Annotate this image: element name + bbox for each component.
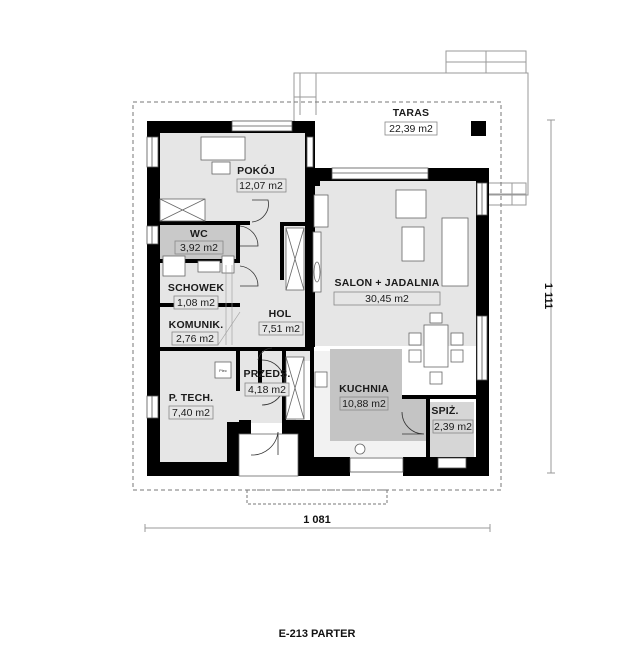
washbasin: [197, 260, 221, 273]
dining-table: [423, 324, 449, 368]
room-name-taras: TARAS: [393, 107, 429, 119]
window-kitchen: [349, 457, 404, 473]
window-pokoj-right: [306, 136, 314, 168]
room-area-spiz: 2,39 m2: [434, 421, 472, 433]
room-area-pokoj: 12,07 m2: [239, 180, 283, 192]
room-name-spiz: SPIŻ.: [431, 404, 458, 417]
window-salon-top: [331, 167, 429, 180]
boiler: [214, 361, 232, 379]
door-swings: [239, 199, 425, 456]
room-area-schowek: 1,08 m2: [177, 297, 215, 309]
room-name-ptech: P. TECH.: [169, 392, 214, 404]
floor-kitchen-counter: [312, 351, 330, 447]
room-labels: TARAS 22,39 m2 POKÓJ 12,07 m2 WC 3,92 m2…: [168, 107, 474, 434]
stove: [314, 371, 328, 388]
coffee-table: [401, 226, 425, 262]
dimension-height: 1 111: [542, 283, 554, 309]
entrance-canopy-outline: [246, 489, 388, 505]
furniture: [159, 136, 469, 477]
room-area-przeds: 4,18 m2: [248, 384, 286, 396]
dining-chair: [450, 349, 464, 363]
sink: [354, 443, 366, 455]
room-area-kuchnia: 10,88 m2: [342, 398, 386, 410]
room-name-salon: SALON + JADALNIA: [334, 277, 439, 289]
fireplace: [313, 194, 329, 228]
room-name-schowek: SCHOWEK: [168, 282, 224, 294]
desk: [200, 136, 246, 161]
tv: [313, 261, 321, 283]
armchair: [395, 189, 427, 219]
stairs: [217, 265, 241, 346]
dimension-lines: [144, 119, 555, 532]
dining-chair: [408, 332, 422, 346]
window-spiz: [437, 457, 467, 469]
room-area-taras: 22,39 m2: [389, 123, 433, 135]
window-wc: [146, 225, 159, 245]
dining-chair: [450, 332, 464, 346]
floor-kitchen-counter-bottom: [312, 441, 428, 457]
windows: [146, 120, 488, 473]
room-area-hol: 7,51 m2: [262, 323, 300, 335]
dining-chair: [429, 371, 443, 385]
window-pokoj-left: [146, 136, 159, 168]
room-area-salon: 30,45 m2: [365, 293, 409, 305]
room-area-wc: 3,92 m2: [180, 242, 218, 254]
room-name-komunik: KOMUNIK.: [169, 319, 224, 331]
room-name-wc: WC: [190, 228, 208, 240]
floor-kuchnia-aisle: [402, 398, 426, 441]
floor-kuchnia: [330, 349, 402, 441]
terrace-post: [471, 121, 486, 136]
dining-chair: [408, 349, 422, 363]
room-area-komunik: 2,76 m2: [176, 333, 214, 345]
room-area-ptech: 7,40 m2: [172, 407, 210, 419]
boiler-label: Piec: [219, 368, 227, 373]
entrance-step: [238, 433, 299, 477]
drawing-title: E-213 PARTER: [279, 628, 356, 640]
window-ptech: [146, 395, 159, 419]
toilet: [221, 255, 235, 274]
room-name-kuchnia: KUCHNIA: [339, 383, 389, 395]
desk-chair: [211, 161, 231, 175]
room-name-przeds: PRZEDS.: [244, 368, 291, 380]
shower: [162, 255, 186, 277]
room-name-hol: HOL: [269, 308, 292, 320]
dining-chair: [429, 312, 443, 324]
room-name-pokoj: POKÓJ: [237, 164, 275, 177]
sofa: [441, 217, 469, 287]
dimension-width: 1 081: [303, 514, 331, 526]
